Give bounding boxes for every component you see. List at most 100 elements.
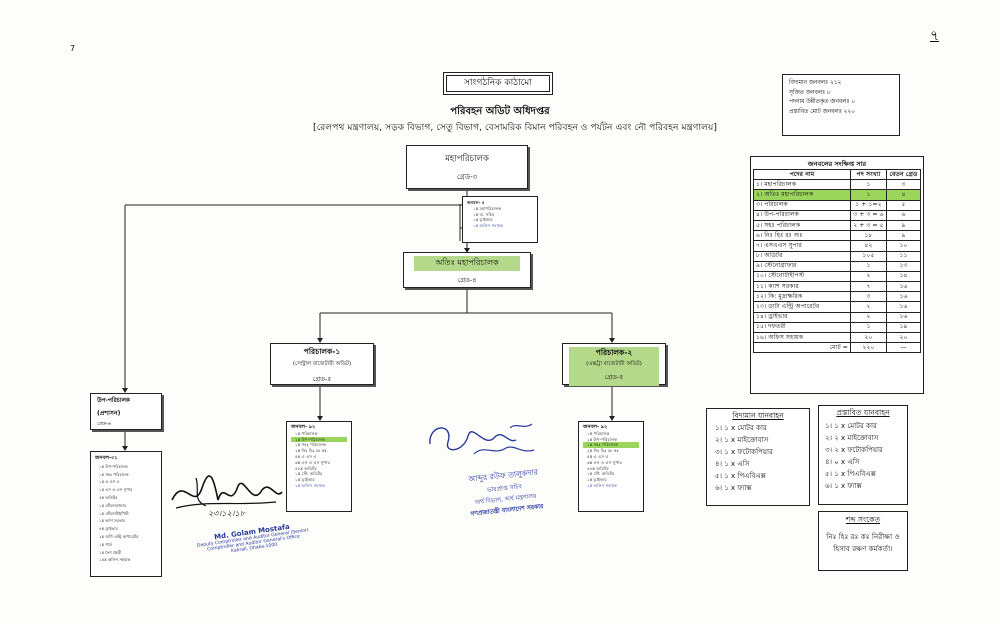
table-cell: ৮। অডিটর: [753, 250, 851, 262]
table-cell: ২। অতিঃ মহাপরিচালক: [753, 189, 851, 201]
table-cell: ১৬: [886, 301, 921, 313]
deputy-subtitle: (প্রশাসন): [97, 410, 121, 417]
col-header: পদের নাম: [753, 168, 851, 181]
staff-line: জনবল- ৪: [467, 200, 485, 205]
staff-line: ১x ক্যাশ সরকার: [99, 518, 125, 524]
staff-line: ১x অফিস সহায়ক: [473, 223, 504, 229]
signature-left-scribble: [171, 475, 283, 509]
staff-line: ১x সহঃ পরিচালক: [99, 471, 129, 477]
table-cell: ২: [849, 301, 888, 313]
summary-table: পদের নাম পদ সংখ্যা বেতন গ্রেড ১। মহাপরিচ…: [753, 168, 921, 354]
table-cell: ৪২: [849, 240, 888, 252]
vehicle-item: ৩। ২ x ফটোকপিয়ার: [825, 446, 883, 454]
table-cell: ৯। স্টেনোগ্রাফার: [753, 260, 851, 272]
table-cell: ৩। পরিচালক: [753, 199, 851, 211]
director1-staff-box: জনবল- ৯২ ১x পরিচালক ২x উপ-পরিচালক ১x সহঃ…: [286, 421, 352, 512]
table-cell: ৭: [849, 281, 888, 293]
existing-vehicles-box: বিদ্যমান যানবাহন ১। ১ x মোটর কার ২। ১ x …: [706, 408, 810, 506]
ministries-line: [রেলপথ মন্ত্রণালয়, সড়ক বিভাগ, সেতু বিভ…: [313, 122, 717, 133]
staff-line: ১x স্টে: অডিটর: [295, 471, 323, 477]
vehicle-item: ১। ১ x মোটর কার: [715, 424, 767, 432]
deputy-director-box: উপ-পরিচালক (প্রশাসন) গ্রেড-৬: [90, 393, 162, 430]
manpower-summary-box: বিদ্যমান জনবলঃ ২১২ সৃজিত জনবলঃ ৮ পদনাম উ…: [782, 74, 900, 136]
table-cell: ১০: [886, 240, 921, 252]
vehicle-item: ৪। ১ x এসি: [715, 460, 750, 468]
adg-title: অতিঃ মহাপরিচালক: [414, 256, 520, 271]
vehicle-item: ৪। ০ x এসি: [825, 458, 860, 466]
proposed-vehicles-box: প্রস্তাবিত যানবাহন ১। ১ x মোটর কার ২। ২ …: [818, 405, 908, 505]
table-cell: ৯: [886, 219, 921, 232]
staff-line: ২x অফিস সহায়ক: [587, 482, 618, 488]
vehicle-item: ২। ২ x মাইক্রোবাস: [825, 434, 879, 442]
staff-line: জনবল- ৯২: [583, 424, 608, 430]
table-cell: ২২০: [849, 342, 888, 354]
staff-line: ১x ড্রাইভার: [587, 477, 607, 483]
vehicle-item: ৩। ১ x ফটোকপিয়ার: [715, 448, 773, 456]
table-cell: ১২। কি: মুদ্রাক্ষরিক: [753, 291, 851, 303]
table-cell: ৩ + ৩ = ৬: [849, 209, 888, 221]
deputy-staff-box: জনবল-৩১ ১x উপ-পরিচালক ১x সহঃ পরিচালক ১x …: [90, 451, 162, 577]
manpower-line: পদনাম উন্নীতকৃত জনবলঃ ০: [789, 99, 856, 105]
staff-line: ৬x এস এ এস সুপার: [295, 459, 330, 465]
abbreviation-box: শব্দ সংকেত নিঃ হিঃ রঃ কঃ নিরীক্ষা ও হিসা…: [818, 511, 908, 571]
staff-line: ২x উপ-পরিচালক: [587, 436, 618, 442]
table-cell: ১৪: [886, 270, 921, 283]
table-cell: ১০। স্টেনোটাইপিস্ট: [753, 270, 851, 283]
director2-subtitle: (এক্সট্রা বাজেটারী অডিট): [586, 361, 642, 367]
director-general-box: মহাপরিচালক গ্রেড-৩: [406, 145, 528, 189]
director1-title: পরিচালক-১: [303, 347, 341, 356]
staff-line: জনবল-৩১: [95, 455, 118, 461]
col-header: পদ সংখ্যা: [849, 168, 888, 181]
staff-line-highlighted: ১x সহঃ পরিচালক: [583, 442, 639, 449]
staff-line: ২x ডাটা এন্ট্রি অপারেটর: [99, 533, 139, 539]
deputy-grade: গ্রেড-৬: [97, 422, 111, 427]
staff-line: ১x ড্রাইভার: [295, 477, 315, 483]
table-cell: ৩: [886, 179, 921, 191]
dg-title: মহাপরিচালক: [445, 154, 489, 164]
staff-line: ১x পরিচালক: [587, 430, 610, 436]
table-cell: ১: [849, 179, 888, 191]
staff-line: ১x নৈশ প্রহরী: [99, 549, 122, 555]
staff-line: ১x উপ-পরিচালক: [99, 463, 128, 469]
staff-line: ৬x এস এ এস সুপার: [587, 459, 622, 465]
table-cell: —: [886, 342, 921, 354]
staff-line: ২x নিঃ হিঃ রঃ কঃ: [587, 448, 619, 454]
staff-line: ৪x অডিটর: [99, 494, 118, 500]
table-cell: ১৮: [849, 230, 888, 242]
table-cell: ২০: [849, 331, 888, 344]
staff-line: ১x এস এ এস সুপার: [99, 487, 133, 493]
director2-staff-box: জনবল- ৯২ ১x পরিচালক ২x উপ-পরিচালক ১x সহঃ…: [578, 421, 644, 512]
table-cell: ২০: [886, 331, 921, 344]
staff-line: ৪x ড্রাইভার: [99, 526, 118, 532]
table-cell: ৭। এসএএস সুপার: [753, 240, 851, 252]
table-cell: ৬: [886, 209, 921, 221]
vehicle-item: ৬। ১ x ফ্যাক্স: [715, 484, 752, 492]
table-cell: ২: [849, 311, 888, 323]
abbreviation-title: শব্দ সংকেত: [845, 515, 881, 524]
staff-line: ১x পরিচালক: [295, 430, 318, 436]
table-cell: ৩: [849, 291, 888, 303]
vehicle-item: ১। ১ x মোটর কার: [825, 422, 877, 430]
table-cell: ২ + ৩ = ৫: [849, 219, 888, 232]
table-cell: ১৯: [886, 321, 921, 334]
table-cell: ১৬: [886, 311, 921, 323]
table-cell: ১১। ক্যাশ সরকার: [753, 281, 851, 293]
manpower-line: প্রস্তাবিত মোট জনবলঃ ২২০: [789, 108, 855, 115]
staff-line: ১x এ এস এ: [99, 479, 120, 485]
vehicle-item: ৫। ১ x পিএবিএক্স: [825, 470, 876, 478]
table-cell: ১৬। অফিস সহায়ক: [753, 331, 851, 344]
abbreviation-text: নিঃ হিঃ রঃ কঃ নিরীক্ষা ও হিসাব রক্ষণ কর্…: [826, 532, 900, 553]
staff-line: ১x সহঃ পরিচালক: [295, 442, 326, 448]
staff-line: ১৫x অফিস সহায়ক: [99, 557, 131, 563]
table-cell: ৯: [886, 230, 921, 242]
table-cell: ২: [849, 270, 888, 283]
